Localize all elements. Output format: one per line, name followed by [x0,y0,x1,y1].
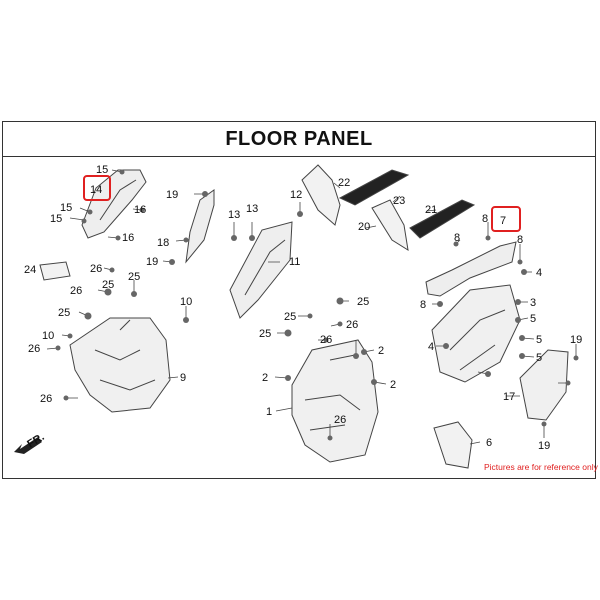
callout-5: 5 [530,313,536,325]
callout-13: 13 [246,203,258,215]
callout-15: 15 [60,202,72,214]
callout-25: 25 [58,307,70,319]
part-11-detail [244,239,286,296]
callout-26: 26 [70,285,82,297]
part-22-drawing [301,164,341,226]
callout-7: 7 [500,215,506,227]
callout-26: 26 [334,414,346,426]
part-1-drawing [291,339,379,463]
part-20-drawing [371,199,409,252]
fr-arrow-icon [14,437,42,455]
callout-8: 8 [482,213,488,225]
callout-13: 13 [228,209,240,221]
title-bar: FLOOR PANEL [3,122,595,157]
callout-8: 8 [517,234,523,246]
callout-8: 8 [454,232,460,244]
part-17-drawing [519,349,569,421]
callout-6: 6 [486,437,492,449]
callout-26: 26 [90,263,102,275]
highlight-box-part-7 [491,206,521,232]
part-14-drawing [81,169,147,239]
callout-8: 8 [420,299,426,311]
callout-4: 4 [428,341,434,353]
callout-25: 25 [284,311,296,323]
part-24-drawing [39,261,71,281]
callout-2: 2 [262,372,268,384]
callout-21: 21 [425,204,437,216]
callout-15: 15 [96,164,108,176]
callout-16: 16 [122,232,134,244]
callout-1: 1 [266,406,272,418]
callout-12: 12 [290,189,302,201]
callout-3: 3 [530,297,536,309]
callout-22: 22 [338,177,350,189]
part-14-detail [99,179,137,221]
part-11-drawing [229,221,293,319]
part-18-drawing [185,189,215,264]
diagram-frame: FLOOR PANEL [2,121,596,479]
callout-14: 14 [90,184,102,196]
callout-9: 9 [180,372,186,384]
callout-18: 18 [157,237,169,249]
callout-26: 26 [320,334,332,346]
part-3-detail [449,309,506,371]
part-21-drawing [409,199,476,239]
part-9-drawing [69,317,171,413]
callout-16: 16 [134,204,146,216]
callout-19: 19 [570,334,582,346]
callout-10: 10 [42,330,54,342]
callout-4: 4 [536,267,542,279]
callout-25: 25 [128,271,140,283]
part-drawings [39,164,569,469]
highlight-boxes [83,175,521,232]
callout-19: 19 [166,189,178,201]
callout-19: 19 [538,440,550,452]
callout-2: 2 [378,345,384,357]
part-1-detail [304,354,361,431]
callout-25: 25 [102,279,114,291]
part-23-drawing [338,169,410,206]
reference-note: Pictures are for reference only [484,462,599,472]
callout-15: 15 [50,213,62,225]
part-7-drawing [425,241,517,297]
leader-lines [46,169,577,445]
callout-17: 17 [503,391,515,403]
callout-11: 11 [289,256,300,268]
highlight-box-part-14 [83,175,111,201]
callout-10: 10 [180,296,192,308]
part-9-detail [94,319,156,391]
callout-23: 23 [393,195,405,207]
callout-24: 24 [24,264,36,276]
callout-5: 5 [536,334,542,346]
callout-2: 2 [390,379,396,391]
fasteners [55,169,579,441]
callout-20: 20 [358,221,370,233]
callout-25: 25 [259,328,271,340]
callout-19: 19 [146,256,158,268]
callout-26: 26 [40,393,52,405]
part-6-drawing [433,421,473,469]
callout-26: 26 [28,343,40,355]
callout-25: 25 [357,296,369,308]
page-title: FLOOR PANEL [225,127,373,150]
fr-direction-marker: FR. [14,431,47,455]
part-callouts: 15 14 15 15 16 16 19 18 19 24 26 26 25 2… [24,164,582,452]
callout-5: 5 [536,352,542,364]
callout-26: 26 [346,319,358,331]
part-3-drawing [431,284,521,383]
